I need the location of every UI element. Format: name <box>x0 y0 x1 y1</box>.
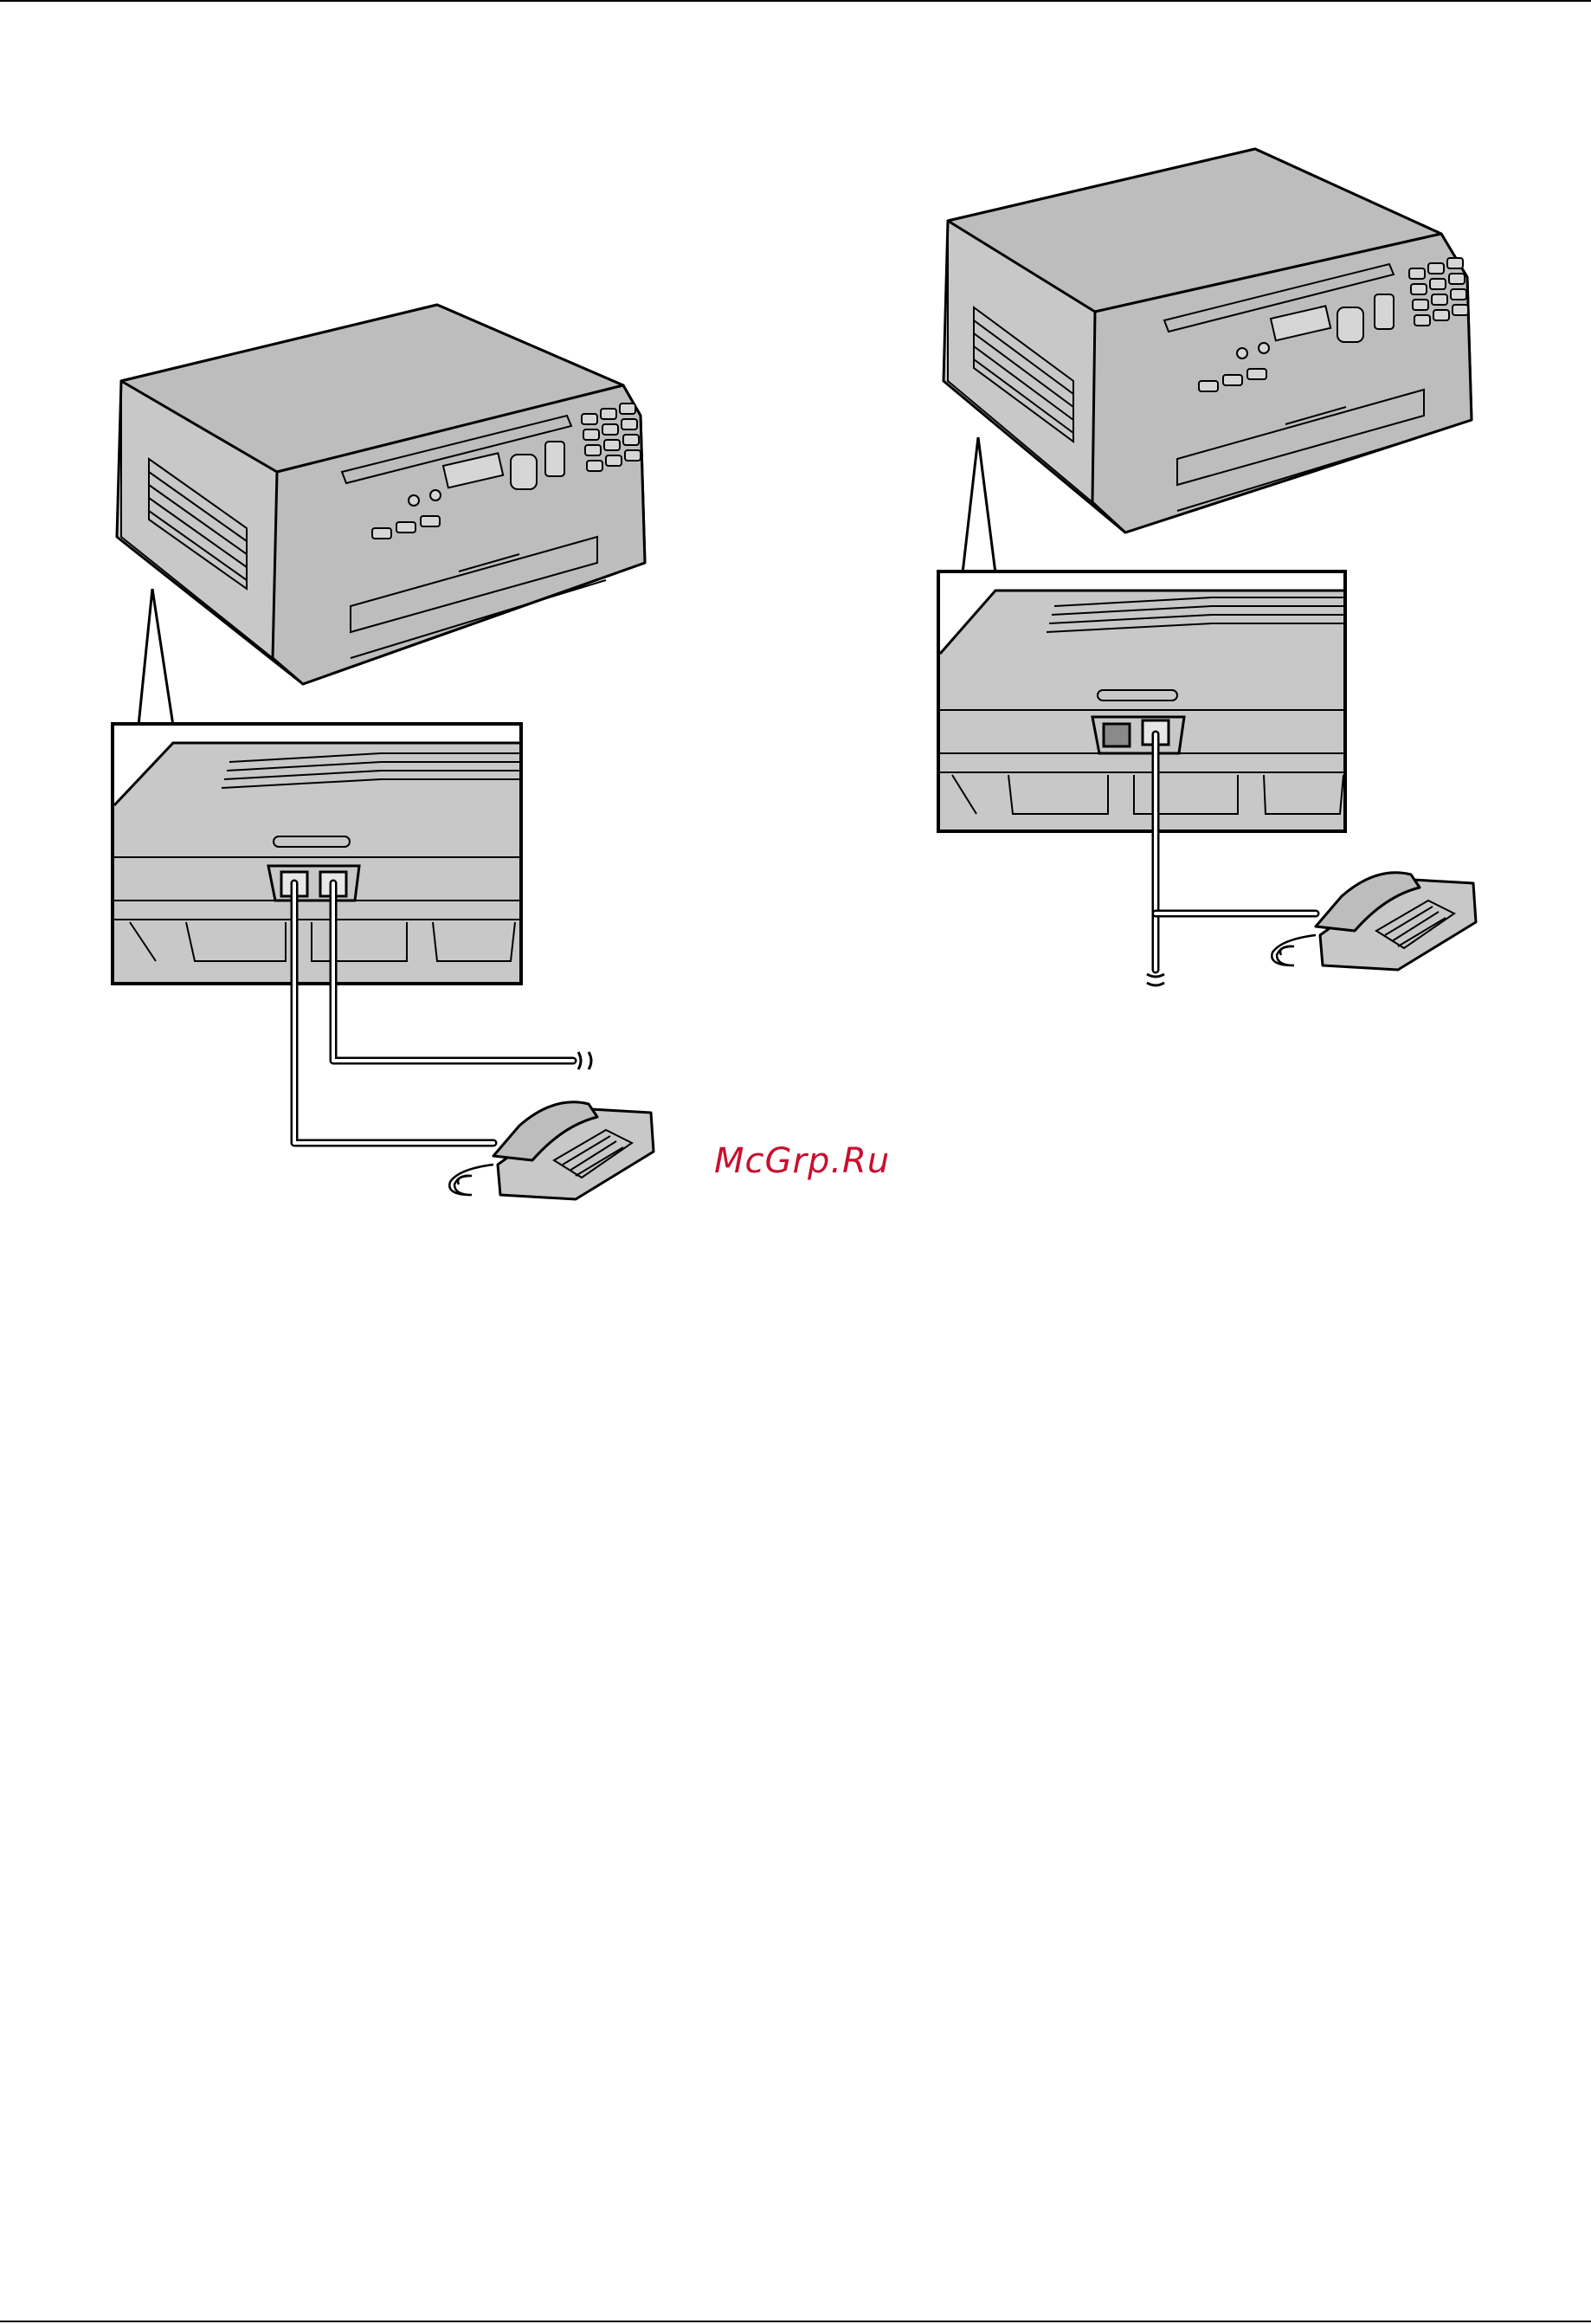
right-figure <box>938 149 1476 985</box>
fax-machine-right-icon <box>944 149 1472 533</box>
telephone-right-icon <box>1272 873 1476 970</box>
rear-panel-inset-right <box>938 571 1345 831</box>
watermark-text: McGrp.Ru <box>714 1141 890 1181</box>
fax-machine-left-icon <box>117 305 645 684</box>
telephone-left-icon <box>449 1102 654 1199</box>
rear-panel-inset-left <box>113 724 521 984</box>
ext-jack-plugged-right <box>1104 724 1130 746</box>
left-figure <box>113 305 654 1199</box>
